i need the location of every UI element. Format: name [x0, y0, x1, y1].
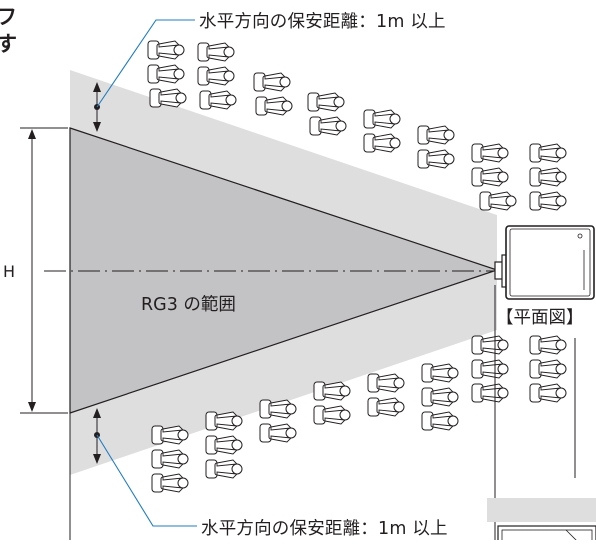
person-seated-icon: [529, 191, 567, 211]
truncated-heading-fragment: フ す: [0, 5, 17, 56]
person-seated-icon: [471, 383, 509, 403]
person-seated-icon: [479, 191, 517, 211]
plan-view-label: 【平面図】: [496, 308, 584, 328]
rg3-zone-label: RG3 の範囲: [141, 295, 236, 315]
person-seated-icon: [309, 116, 347, 136]
person-seated-icon: [205, 459, 243, 479]
person-seated-icon: [255, 96, 293, 116]
leader-line-top: [96, 19, 195, 108]
person-seated-icon: [259, 423, 297, 443]
person-seated-icon: [529, 383, 567, 403]
elevation-view-frame: [497, 525, 596, 544]
person-seated-icon: [421, 411, 459, 431]
person-seated-icon: [421, 387, 459, 407]
person-seated-icon: [151, 449, 189, 469]
person-seated-icon: [421, 363, 459, 383]
person-seated-icon: [471, 359, 509, 379]
height-dimension: [20, 127, 68, 414]
height-label: H: [3, 262, 16, 281]
elevation-view-band: [487, 498, 596, 522]
person-seated-icon: [197, 42, 235, 62]
person-seated-icon: [147, 40, 185, 60]
leader-line-bottom: [96, 434, 197, 527]
safety-distance-callout-top: 水平方向の保安距離：1m 以上: [199, 12, 446, 32]
projector-icon: [494, 225, 595, 300]
person-seated-icon: [197, 66, 235, 86]
person-seated-icon: [151, 473, 189, 493]
person-seated-icon: [313, 381, 351, 401]
person-seated-icon: [147, 64, 185, 84]
person-seated-icon: [253, 72, 291, 92]
person-seated-icon: [529, 167, 567, 187]
person-seated-icon: [205, 435, 243, 455]
person-seated-icon: [259, 399, 297, 419]
person-seated-icon: [471, 143, 509, 163]
person-seated-icon: [149, 88, 187, 108]
person-seated-icon: [367, 397, 405, 417]
person-seated-icon: [529, 143, 567, 163]
person-seated-icon: [417, 149, 455, 169]
person-seated-icon: [471, 167, 509, 187]
person-seated-icon: [417, 125, 455, 145]
person-seated-icon: [529, 359, 567, 379]
person-seated-icon: [307, 92, 345, 112]
person-seated-icon: [313, 405, 351, 425]
safety-distance-callout-bottom: 水平方向の保安距離：1m 以上: [201, 519, 448, 539]
person-seated-icon: [367, 373, 405, 393]
person-seated-icon: [363, 109, 401, 129]
person-seated-icon: [363, 133, 401, 153]
person-seated-icon: [199, 90, 237, 110]
person-seated-icon: [529, 335, 567, 355]
person-seated-icon: [471, 335, 509, 355]
